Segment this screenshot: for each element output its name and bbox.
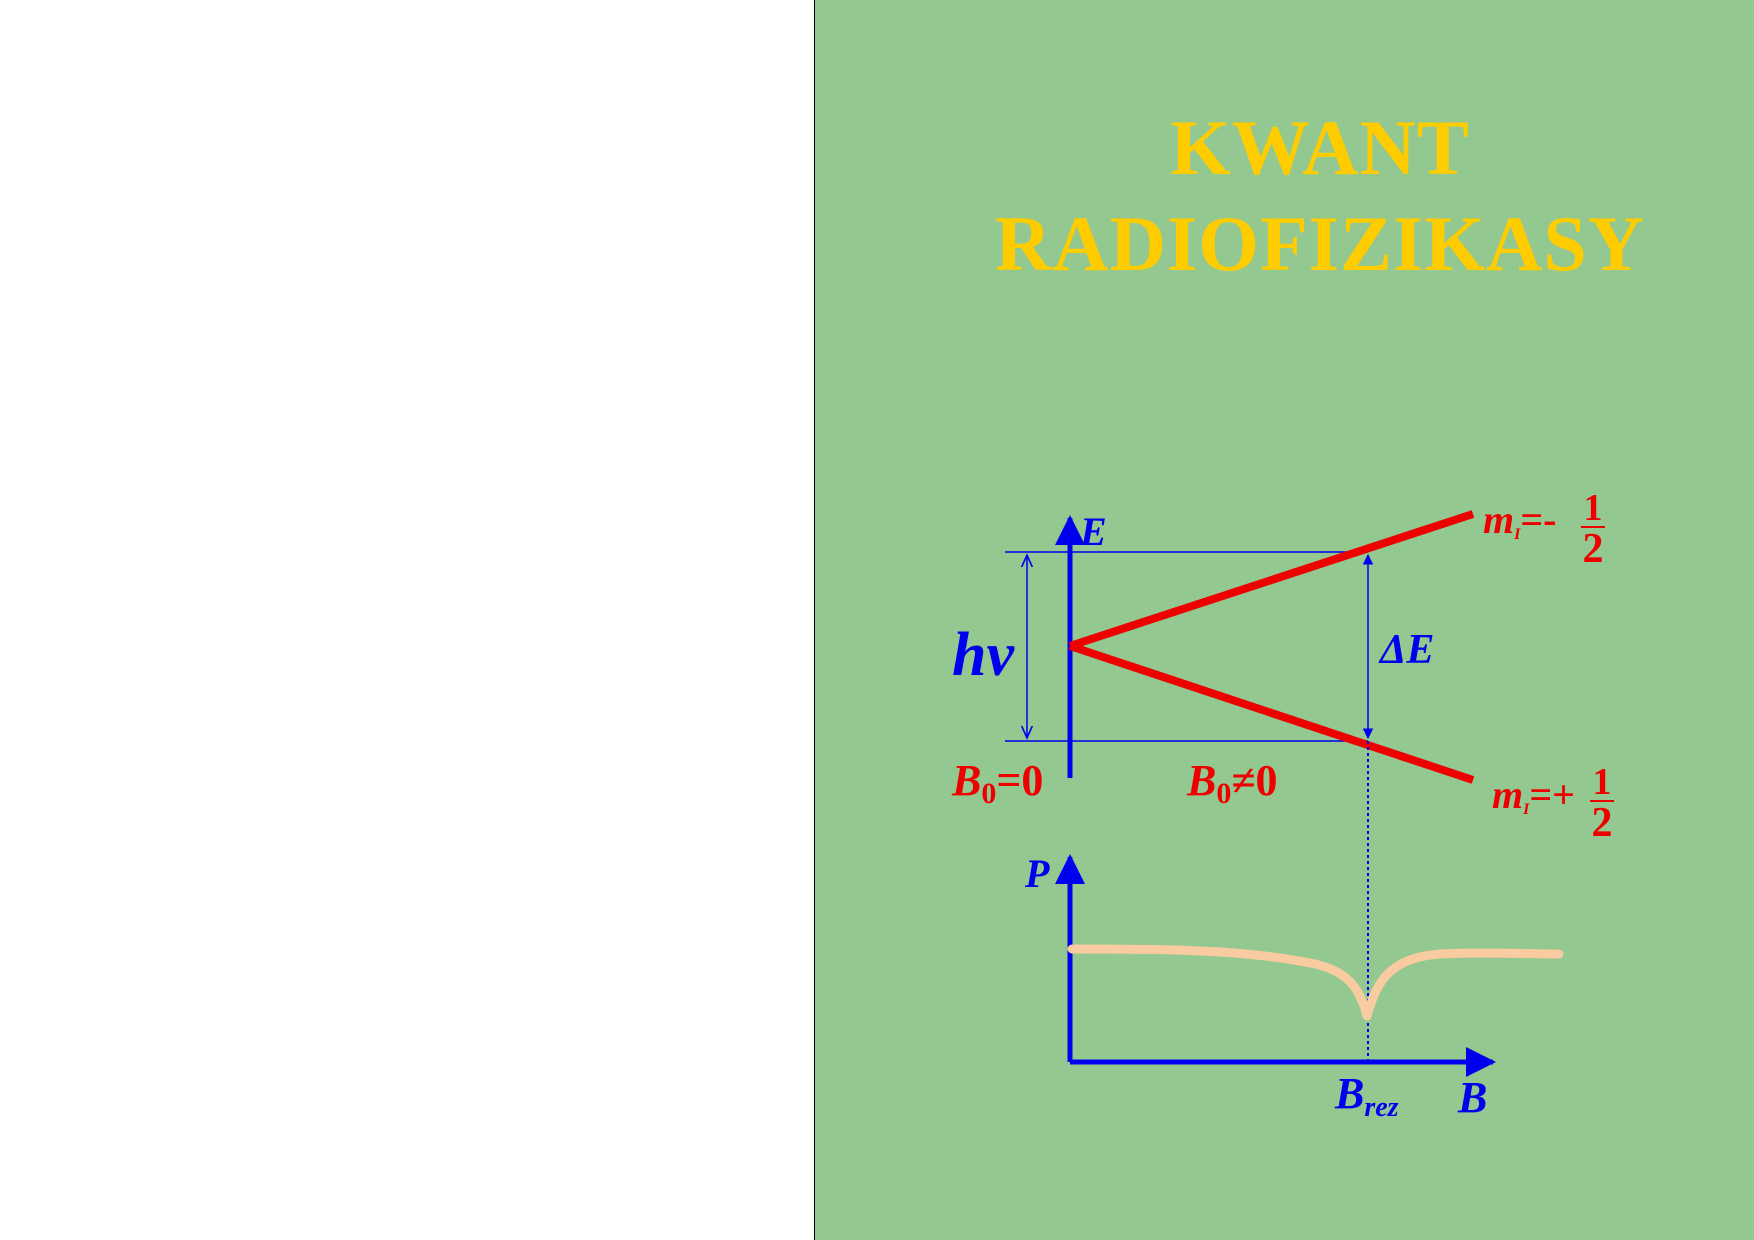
field-axis-label: B xyxy=(1457,1073,1487,1122)
lower-energy-level xyxy=(1068,642,1475,784)
svg-text:mI=+: mI=+ xyxy=(1492,772,1575,818)
zero-field-label: B0=0 xyxy=(951,756,1043,810)
resonance-diagram: E hv ΔE B0=0 B0≠0 mI=- 1 2 mI=+ 1 2 P B xyxy=(951,487,1614,1123)
blank-left-page xyxy=(0,0,814,1240)
svg-text:1: 1 xyxy=(1593,761,1612,803)
svg-text:2: 2 xyxy=(1583,526,1604,572)
svg-text:2: 2 xyxy=(1592,800,1613,846)
photon-energy-label: hv xyxy=(952,621,1015,689)
book-cover: KWANT RADIOFIZIKASY E hv ΔE B0=0 B0≠0 xyxy=(815,0,1754,1240)
upper-energy-level xyxy=(1068,510,1475,650)
cover-title: KWANT RADIOFIZIKASY xyxy=(815,100,1754,292)
svg-text:1: 1 xyxy=(1584,487,1603,529)
nonzero-field-label: B0≠0 xyxy=(1186,756,1278,810)
lower-level-label: mI=+ 1 2 xyxy=(1492,761,1614,846)
absorption-curve xyxy=(1067,944,1564,1021)
title-line-2: RADIOFIZIKASY xyxy=(994,200,1646,287)
power-axis-label: P xyxy=(1024,851,1050,896)
upper-level-label: mI=- 1 2 xyxy=(1483,487,1605,572)
energy-axis-label: E xyxy=(1079,509,1107,554)
book-spine-line xyxy=(814,0,815,1240)
resonance-field-label: Brez xyxy=(1334,1069,1399,1123)
title-line-1: KWANT xyxy=(1170,104,1470,191)
delta-e-label: ΔE xyxy=(1378,627,1434,673)
svg-text:mI=-: mI=- xyxy=(1483,497,1556,543)
